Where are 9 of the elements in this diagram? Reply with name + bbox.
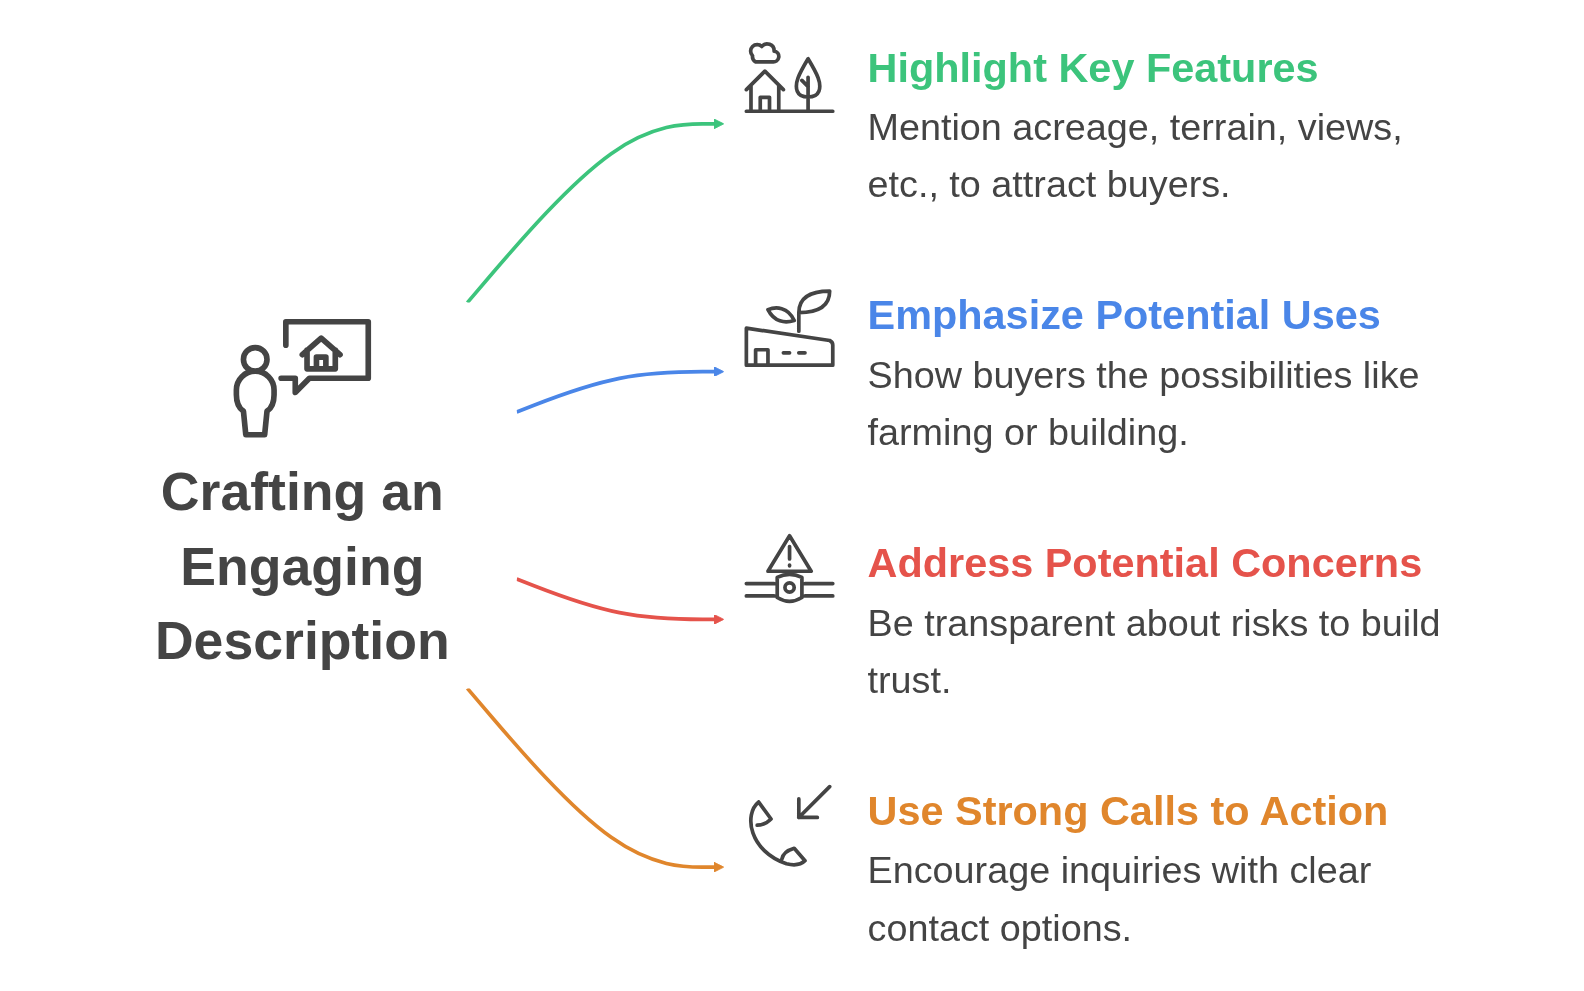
arrow [516,577,725,625]
node-text: Use Strong Calls to Action Encourage inquiries with clear contact options. [867,787,1389,949]
arrow [466,687,725,873]
arrow [516,366,725,414]
node-text: Crafting an Engaging Description [154,460,450,671]
node-text: Emphasize Potential Uses Show buyers the possibilities like farming or building. [867,291,1420,454]
node-text: Address Potential Concerns Be transparent about risks to build trust. [867,539,1441,702]
node-text: Highlight Key Features Mention acreage, terrain, views, etc., to attract buyers. [867,43,1403,206]
arrow [466,118,725,304]
